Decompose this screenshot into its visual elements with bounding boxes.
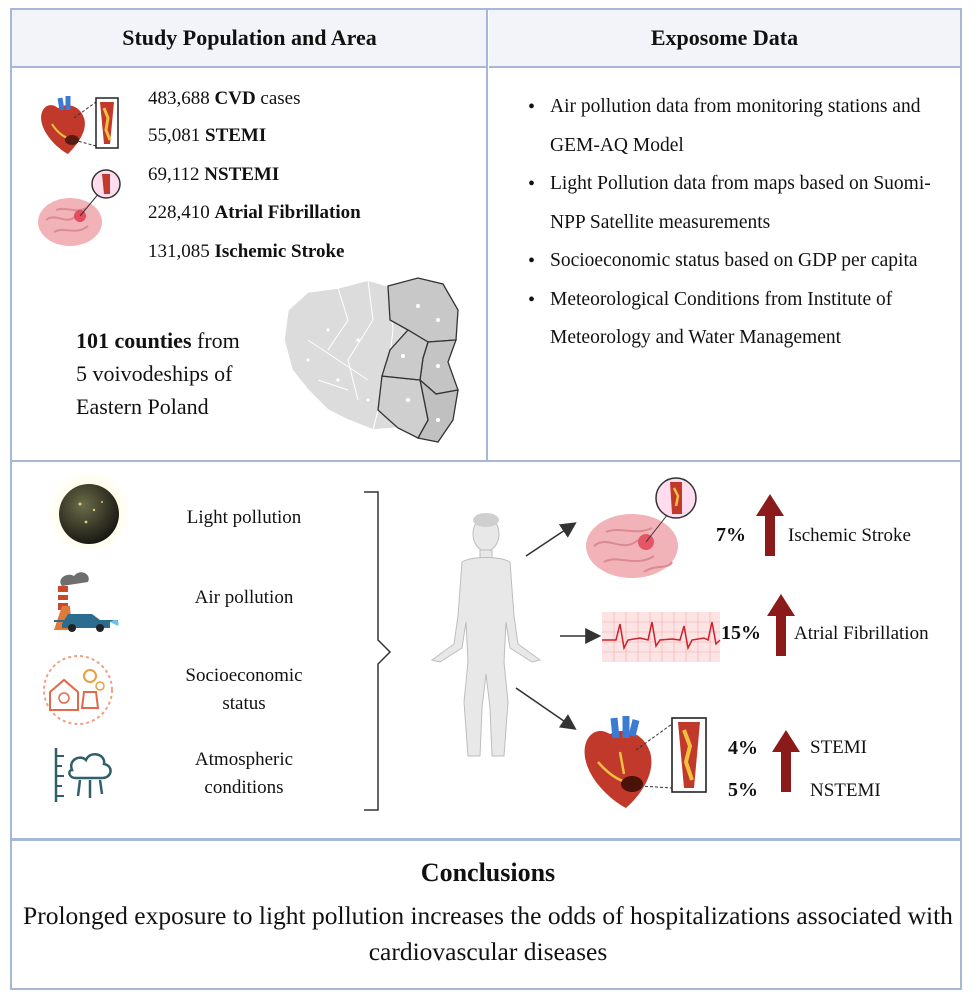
increase-arrow-mi [772,730,800,792]
counties-text: 101 counties from 5 voivodeships of East… [76,328,240,419]
stat-stemi: 55,081 STEMI [148,125,267,146]
middle-divider [12,460,960,462]
label-stemi: STEMI [810,737,867,758]
pct-stemi: 4% [728,737,758,759]
pct-af: 15% [721,622,761,644]
bracket [364,491,392,811]
pct-nstemi: 5% [728,779,758,801]
stat-stroke: 131,085 Ischemic Stroke [148,241,345,262]
study-header: Study Population and Area [12,10,487,68]
factor-socioeconomic: Socioeconomic status [185,665,303,714]
exposome-item: Meteorological Conditions from Institute… [522,281,942,358]
increase-arrow-stroke [756,494,784,556]
label-nstemi: NSTEMI [810,780,881,801]
increase-arrow-af [767,594,795,656]
poland-map [283,277,459,443]
brain-large-icon [586,477,697,578]
factor-air-pollution: Air pollution [194,587,294,608]
human-figure-icon [430,513,542,757]
brain-icon [38,169,121,246]
earth-night-icon [47,470,131,554]
conclusions-text: Prolonged exposure to light pollution in… [23,901,953,966]
heart-icon [41,96,119,154]
exposome-list: Air pollution data from monitoring stati… [522,88,942,358]
ecg-icon [602,612,721,662]
factory-car-icon [54,572,119,632]
stat-nstemi: 69,112 NSTEMI [148,164,280,185]
exposome-header: Exposome Data [489,10,960,68]
socioeconomic-icon [43,655,113,725]
study-header-text: Study Population and Area [122,25,377,50]
pct-stroke: 7% [716,524,746,546]
conclusion-divider [12,838,960,841]
exposome-item: Air pollution data from monitoring stati… [522,88,942,165]
label-stroke: Ischemic Stroke [788,525,911,546]
factor-light-pollution: Light pollution [186,507,302,528]
stat-af: 228,410 Atrial Fibrillation [148,202,361,223]
exposome-item: Socioeconomic status based on GDP per ca… [522,242,942,281]
weather-icon [54,748,112,802]
heart-large-icon [584,716,707,808]
top-divider [486,10,488,462]
factor-atmospheric: Atmospheric conditions [194,749,294,798]
conclusions-title: Conclusions [420,858,556,887]
infographic-frame [10,8,962,990]
exposome-item: Light Pollution data from maps based on … [522,165,942,242]
label-af: Atrial Fibrillation [794,623,929,644]
stat-cvd: 483,688 CVD cases [148,88,301,109]
exposome-header-text: Exposome Data [650,25,799,50]
